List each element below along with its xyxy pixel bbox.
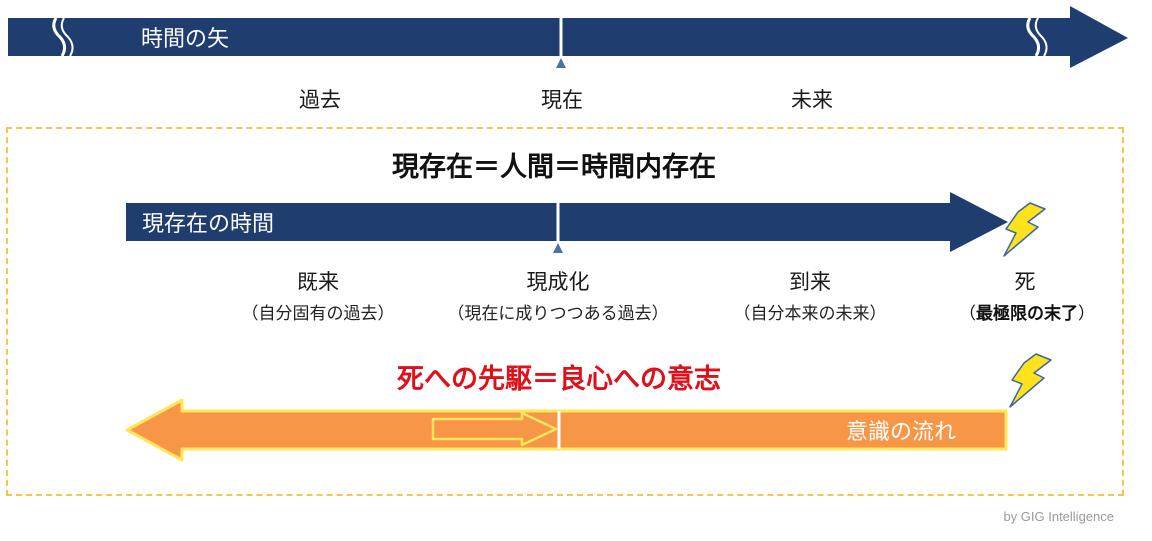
current-marker-icon bbox=[553, 243, 563, 253]
label-making-present: 現成化 bbox=[526, 270, 590, 294]
consciousness-arrow-title: 意識の流れ bbox=[846, 420, 957, 445]
label-having-been: 既来 bbox=[297, 270, 339, 294]
time-arrow-shape bbox=[8, 6, 1128, 68]
consciousness-arrow-shape bbox=[125, 398, 1008, 462]
inner-arrow-icon bbox=[431, 411, 558, 447]
sub-death-bold: 最極限の末了 bbox=[976, 304, 1078, 324]
label-death: 死 bbox=[1014, 270, 1036, 294]
sub-having-been: （自分固有の過去） bbox=[241, 304, 395, 324]
sub-death-open: （ bbox=[959, 304, 976, 324]
break-mark-icon bbox=[60, 17, 74, 57]
lightning-icon bbox=[1003, 202, 1046, 257]
lightning-icon bbox=[1009, 353, 1052, 408]
time-arrow-title: 時間の矢 bbox=[141, 27, 230, 52]
resolve-heading: 死への先駆＝良心への意志 bbox=[397, 364, 721, 395]
break-mark-icon bbox=[52, 17, 67, 57]
break-mark-icon bbox=[1034, 17, 1048, 57]
label-past: 過去 bbox=[299, 88, 341, 112]
credit-text: by GIG Intelligence bbox=[1003, 509, 1114, 524]
sub-death: （最極限の末了） bbox=[959, 299, 1095, 324]
sub-death-close: ） bbox=[1078, 304, 1095, 324]
current-marker-icon bbox=[556, 58, 566, 68]
break-mark-icon bbox=[1026, 17, 1041, 57]
label-coming-toward: 到来 bbox=[789, 270, 831, 294]
label-future: 未来 bbox=[791, 88, 833, 112]
label-present: 現在 bbox=[541, 88, 583, 112]
sub-coming-toward: （自分本来の未来） bbox=[733, 304, 887, 324]
dasein-arrow-shape bbox=[126, 192, 1008, 252]
dasein-arrow-title: 現存在の時間 bbox=[142, 212, 275, 237]
sub-making-present: （現在に成りつつある過去） bbox=[447, 304, 669, 324]
dasein-heading: 現存在＝人間＝時間内存在 bbox=[392, 152, 716, 183]
dasein-frame bbox=[6, 127, 1124, 496]
